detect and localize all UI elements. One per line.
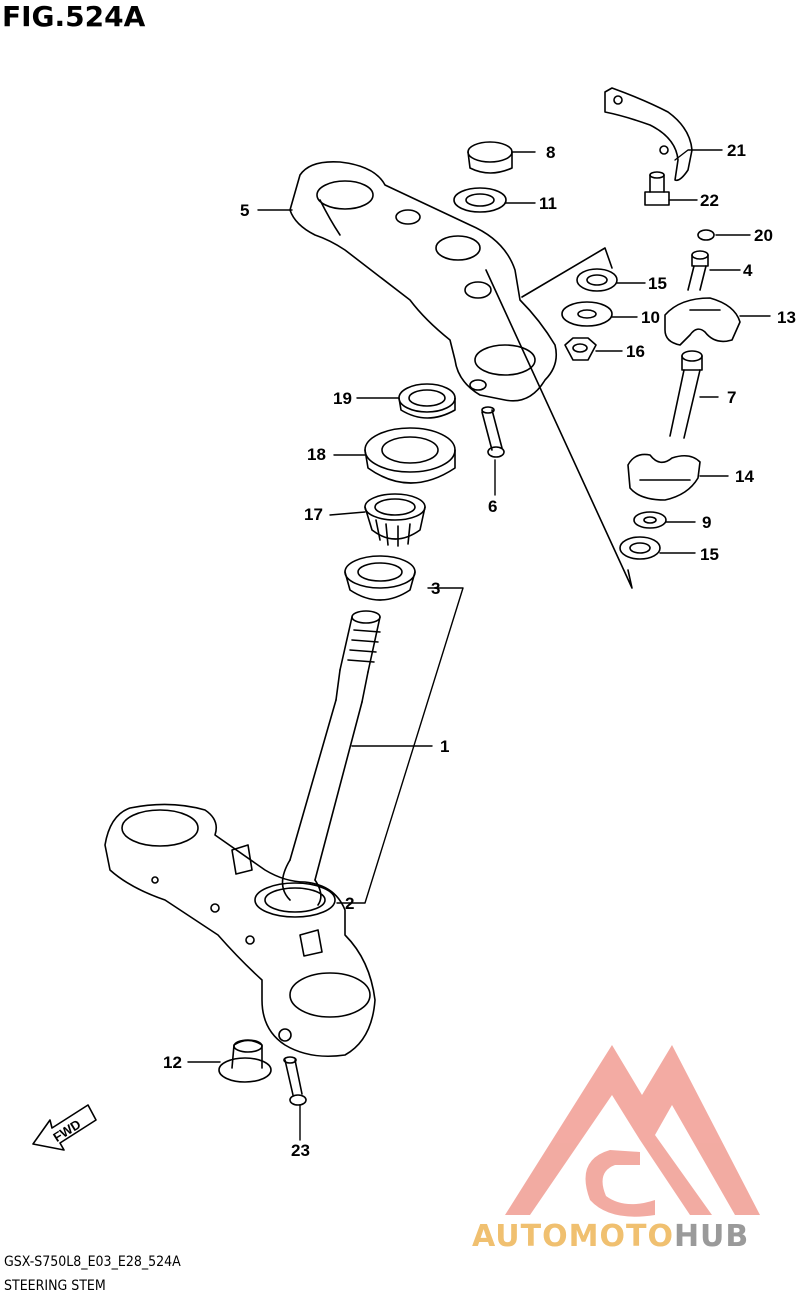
upper-bracket	[289, 160, 558, 402]
handlebar-holder-upper	[664, 297, 741, 346]
callout-15-upper: 15	[648, 274, 667, 293]
dust-seal-19	[364, 427, 456, 484]
callout-11: 11	[539, 194, 557, 213]
callout-22: 21	[727, 141, 746, 160]
footer-code: GSX-S750L8_E03_E28_524A	[4, 1254, 181, 1270]
callout-7: 7	[727, 388, 736, 407]
callout-12: 12	[163, 1053, 182, 1072]
callout-10: 10	[641, 308, 660, 327]
callout-17: 23	[291, 1141, 310, 1160]
footer-name: STEERING STEM	[4, 1278, 106, 1294]
bracket-22	[604, 87, 693, 182]
bolt-17	[283, 1056, 307, 1106]
callout-4: 4	[743, 261, 753, 280]
washer-9	[633, 511, 667, 529]
steering-stem	[281, 610, 381, 906]
callout-9: 9	[702, 513, 711, 532]
callout-6: 6	[488, 497, 497, 516]
callout-15-lower: 15	[700, 545, 719, 564]
washer-15-lower	[619, 536, 661, 560]
callout-18: 17	[304, 505, 323, 524]
callout-1: 1	[440, 737, 449, 756]
callout-14: 14	[735, 467, 754, 486]
callout-5: 5	[240, 201, 249, 220]
callout-8: 8	[546, 143, 555, 162]
callout-3: 3	[431, 579, 440, 598]
callout-19: 18	[307, 445, 326, 464]
bolt-6	[481, 406, 505, 458]
callout-20: 19	[333, 389, 352, 408]
bearing-18	[364, 493, 426, 547]
washer-11	[453, 187, 507, 213]
washer-10	[561, 301, 613, 327]
watermark-logo-icon	[505, 1045, 760, 1217]
washer-15-upper	[576, 268, 618, 292]
callout-16: 16	[626, 342, 645, 361]
bearing-race-3	[344, 555, 416, 601]
watermark-brand: AUTOMOTOHUB	[472, 1219, 749, 1254]
nut-16	[564, 337, 597, 361]
bolt-23	[644, 171, 670, 206]
brand-part-2: HUB	[673, 1219, 750, 1254]
cap-nut	[467, 141, 513, 174]
bolt-4	[687, 250, 709, 291]
bolt-12	[218, 1039, 272, 1083]
lock-nut-20	[398, 383, 456, 419]
fwd-arrow-icon	[32, 1104, 97, 1151]
assembly-guide-upper	[521, 247, 613, 298]
handlebar-holder-lower	[627, 453, 701, 501]
cap-21	[697, 229, 715, 241]
callout-2: 2	[345, 894, 354, 913]
figure-title: FIG.524A	[2, 0, 146, 33]
leader-lines	[187, 149, 771, 1141]
callout-21: 20	[754, 226, 773, 245]
lower-bracket	[104, 803, 376, 1058]
brand-part-1: AUTOMOTO	[472, 1219, 674, 1254]
callout-23: 22	[700, 191, 719, 210]
assembly-guide-lower	[485, 269, 633, 589]
bolt-7	[669, 350, 703, 439]
callout-13: 13	[777, 308, 796, 327]
